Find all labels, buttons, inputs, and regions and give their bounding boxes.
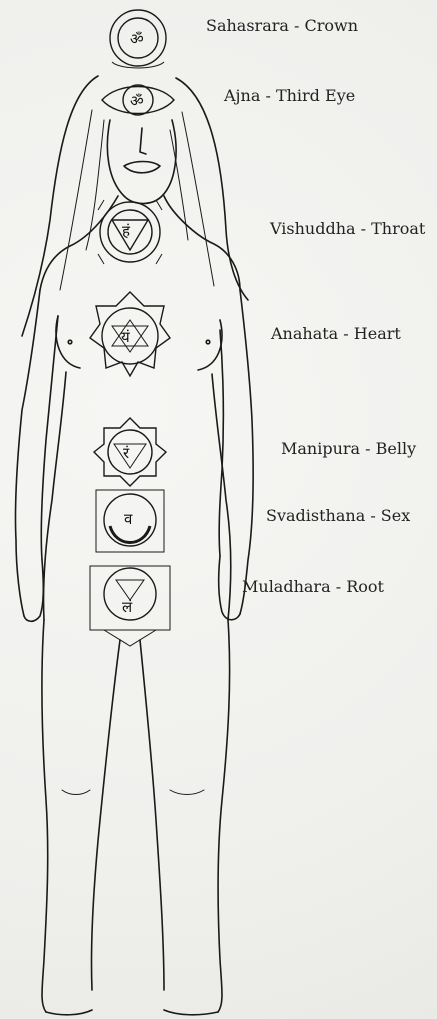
right-inner-leg xyxy=(140,640,164,990)
right-leg xyxy=(218,620,230,1012)
left-nipple xyxy=(68,340,72,344)
left-hand xyxy=(24,560,43,621)
throat-chakra-label: Vishuddha - Throat xyxy=(270,221,425,237)
nose xyxy=(140,128,146,154)
left-arm xyxy=(15,290,58,616)
heart-seed-syllable: यं xyxy=(121,328,130,346)
third-eye-seed-syllable: ॐ xyxy=(130,92,144,110)
crown-seed-syllable: ॐ xyxy=(130,30,144,48)
heart-chakra-label: Anahata - Heart xyxy=(271,326,401,342)
root-seed-syllable: लं xyxy=(122,598,133,616)
root-chakra-label: Muladhara - Root xyxy=(242,579,384,595)
third-eye-chakra-label: Ajna - Third Eye xyxy=(224,88,355,104)
left-inner-leg xyxy=(91,640,120,990)
left-leg xyxy=(42,620,48,1012)
belly-chakra-label: Manipura - Belly xyxy=(281,441,416,457)
crown-chakra-label: Sahasrara - Crown xyxy=(206,18,358,34)
mouth xyxy=(124,162,160,173)
right-nipple xyxy=(206,340,210,344)
belly-seed-syllable: रं xyxy=(123,444,130,462)
belly-chakra-symbol xyxy=(94,418,166,486)
knees xyxy=(62,790,204,795)
sex-chakra-label: Svadisthana - Sex xyxy=(266,508,410,524)
heart-chakra-symbol xyxy=(90,292,170,376)
sex-seed-syllable: व xyxy=(124,510,133,528)
right-arm xyxy=(219,290,253,614)
feet xyxy=(46,1010,218,1015)
torso xyxy=(43,372,230,620)
throat-chakra-symbol xyxy=(98,200,162,264)
neck-shoulders xyxy=(40,196,240,290)
throat-seed-syllable: हं xyxy=(122,222,131,240)
hair-strands xyxy=(60,110,214,290)
